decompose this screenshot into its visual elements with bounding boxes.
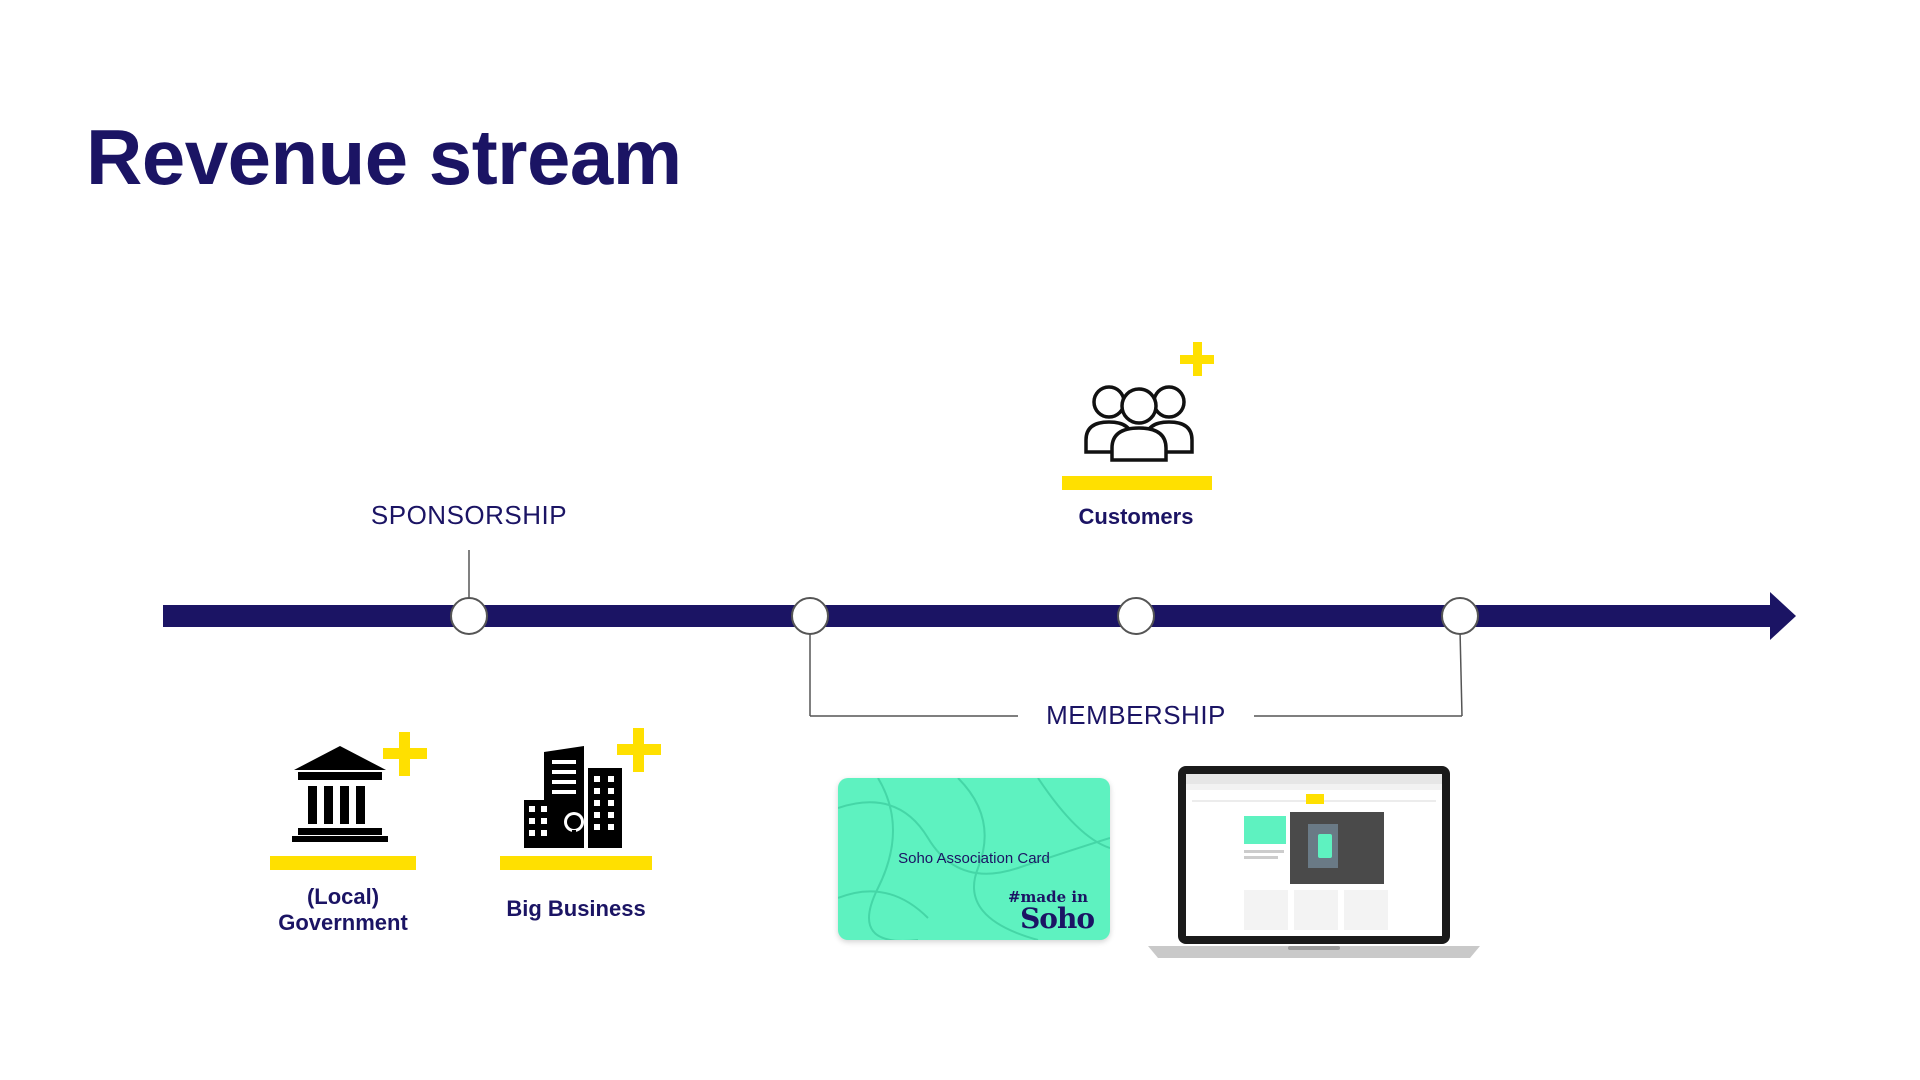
- government-building-icon: [290, 744, 390, 844]
- business-underline: [500, 856, 652, 870]
- customers-underline: [1062, 476, 1212, 490]
- timeline-arrowhead: [1770, 592, 1796, 640]
- government-label: (Local) Government: [243, 884, 443, 936]
- slide-title: Revenue stream: [86, 113, 682, 201]
- people-group-icon: [1076, 340, 1216, 470]
- sponsorship-label: SPONSORSHIP: [370, 500, 568, 530]
- membership-label: MEMBERSHIP: [1046, 700, 1226, 730]
- card-brand-name: Soho: [1020, 902, 1095, 935]
- plus-icon: [380, 730, 430, 780]
- city-buildings-icon: [522, 744, 626, 850]
- association-card: Soho Association Card #made in Soho: [838, 778, 1110, 940]
- business-label: Big Business: [506, 896, 646, 921]
- government-label-line1: (Local): [306, 884, 380, 909]
- timeline-node-membership-end: [1441, 597, 1479, 635]
- plus-icon: [614, 726, 664, 776]
- membership-bracket-right: [1459, 629, 1463, 717]
- timeline-node-customers: [1117, 597, 1155, 635]
- card-brand-hashtag: #made in: [1007, 888, 1088, 906]
- laptop-image: [1148, 764, 1480, 960]
- plus-icon: [1178, 340, 1218, 380]
- customers-label: Customers: [1078, 504, 1194, 529]
- government-label-line2: Government: [278, 909, 408, 935]
- card-title: Soho Association Card: [898, 850, 1050, 867]
- timeline-node-sponsorship: [450, 597, 488, 635]
- card-pattern: [838, 778, 1110, 940]
- timeline-bar: [163, 605, 1773, 627]
- timeline-node-membership-start: [791, 597, 829, 635]
- government-underline: [270, 856, 416, 870]
